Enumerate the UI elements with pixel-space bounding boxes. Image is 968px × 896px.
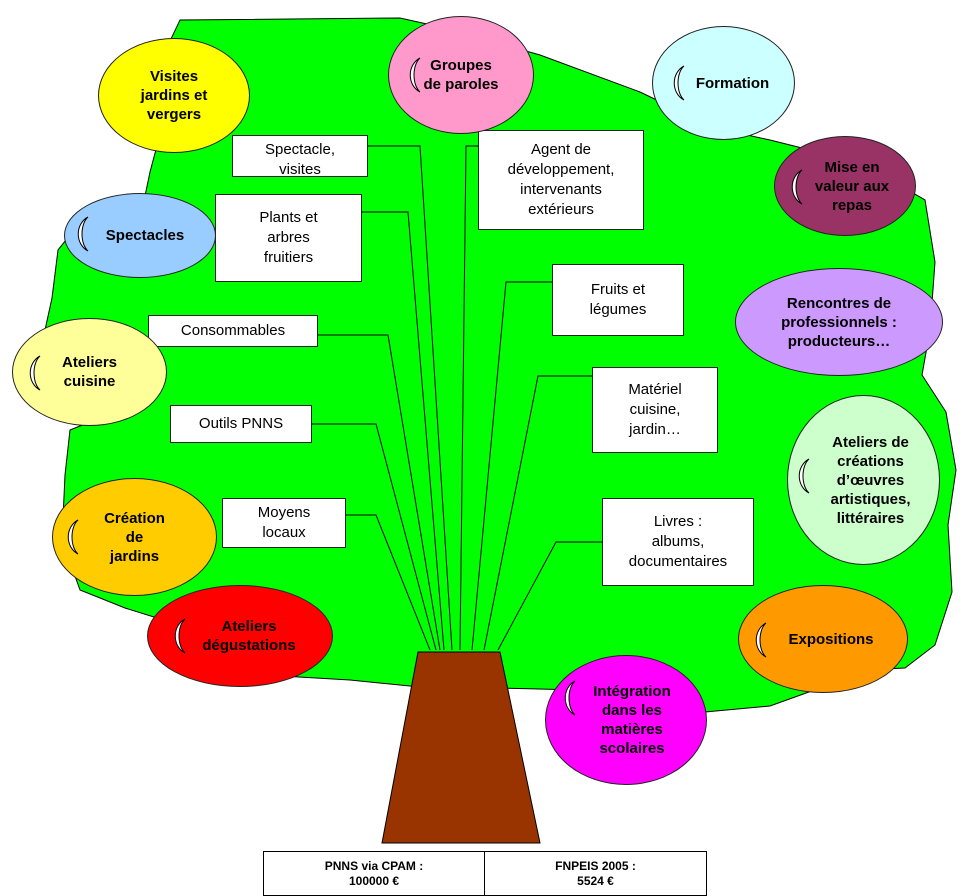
label-box-spectacle-visites: Spectacle, visites [232, 135, 368, 177]
oval-spectacles-label: Spectacles [105, 227, 185, 244]
label-box-plants: Plants et arbres fruitiers [215, 194, 362, 282]
oval-creation-jardins: Création de jardins [52, 478, 217, 596]
label-box-livres: Livres : albums, documentaires [602, 498, 754, 586]
oval-ateliers-degustations-label: Ateliers dégustations [202, 618, 296, 654]
label-box-moyens-locaux: Moyens locaux [222, 498, 346, 548]
label-box-agent: Agent de développement, intervenants ext… [478, 130, 644, 230]
oval-visites-jardins-label: Visites jardins et vergers [140, 68, 208, 123]
oval-ateliers-creations: Ateliers de créations d’œuvres artistiqu… [787, 395, 940, 565]
oval-ateliers-creations-label: Ateliers de créations d’œuvres artistiqu… [830, 433, 911, 527]
crescent-icon [564, 680, 576, 716]
oval-mise-en-valeur-label: Mise en valeur aux repas [814, 158, 890, 214]
label-box-fruits-legumes: Fruits et légumes [552, 264, 684, 336]
oval-ateliers-degustations: Ateliers dégustations [147, 585, 333, 687]
oval-ateliers-cuisine-label: Ateliers cuisine [61, 354, 118, 390]
oval-rencontres: Rencontres de professionnels : producteu… [735, 268, 943, 376]
tree-trunk [381, 651, 541, 844]
funding-cell-pnns: PNNS via CPAM : 100000 € [263, 851, 485, 896]
label-box-outils-pnns: Outils PNNS [170, 405, 312, 443]
oval-ateliers-cuisine: Ateliers cuisine [12, 318, 167, 426]
crescent-icon [673, 65, 685, 101]
oval-formation: Formation [652, 26, 795, 140]
oval-expositions: Expositions [738, 585, 908, 693]
crescent-icon [67, 519, 79, 555]
label-box-materiel: Matériel cuisine, jardin… [592, 367, 718, 453]
branch-lines [312, 145, 602, 651]
crescent-icon [791, 169, 803, 205]
crescent-icon [755, 622, 767, 658]
crescent-icon [798, 458, 810, 494]
oval-visites-jardins: Visites jardins et vergers [98, 38, 250, 153]
oval-rencontres-label: Rencontres de professionnels : producteu… [781, 294, 897, 350]
oval-groupes-paroles: Groupes de paroles [388, 16, 534, 134]
oval-groupes-paroles-label: Groupes de paroles [423, 57, 499, 93]
funding-cell-fnpeis: FNPEIS 2005 : 5524 € [484, 851, 707, 896]
oval-integration-label: Intégration dans les matières scolaires [593, 683, 671, 757]
label-box-consommables: Consommables [148, 315, 318, 347]
oval-spectacles: Spectacles [64, 193, 216, 278]
oval-expositions-label: Expositions [788, 630, 874, 648]
crescent-icon [409, 57, 421, 93]
oval-formation-label: Formation [695, 74, 770, 92]
oval-creation-jardins-label: Création de jardins [104, 509, 165, 565]
crescent-icon [77, 216, 89, 252]
oval-mise-en-valeur: Mise en valeur aux repas [774, 136, 916, 236]
crescent-icon [29, 355, 41, 391]
crescent-icon [174, 618, 186, 654]
oval-integration: Intégration dans les matières scolaires [545, 655, 707, 785]
